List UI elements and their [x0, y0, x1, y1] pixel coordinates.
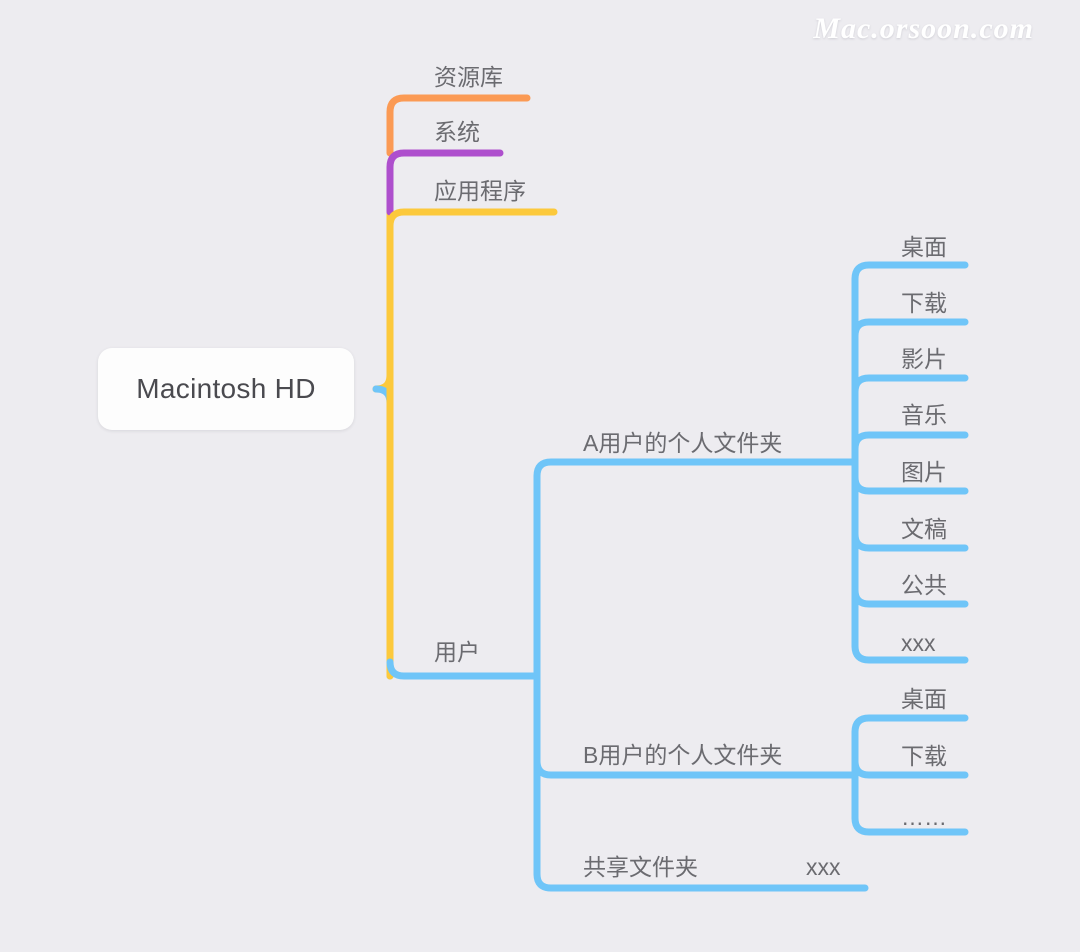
users-child-extra-label-shared-folder[interactable]: xxx — [806, 854, 841, 880]
leaf-label-user-a-0[interactable]: 桌面 — [901, 234, 947, 260]
branch-line-users — [386, 658, 541, 680]
leaf-line-user-a-5 — [851, 530, 969, 552]
users-child-label-shared-folder[interactable]: 共享文件夹 — [583, 854, 698, 880]
branch-line-library — [386, 94, 531, 157]
leaf-line-user-b-2 — [851, 814, 969, 836]
leaf-line-user-a-3 — [851, 431, 969, 453]
leaf-label-user-a-7[interactable]: xxx — [901, 630, 936, 656]
leaf-line-user-a-0 — [851, 261, 969, 283]
leaf-line-user-a-1 — [851, 318, 969, 340]
leaf-label-user-a-3[interactable]: 音乐 — [901, 402, 947, 428]
users-child-line-shared-folder — [533, 870, 869, 892]
leaf-label-user-b-1[interactable]: 下载 — [901, 743, 947, 769]
users-child-line-user-b — [533, 757, 859, 779]
users-child-label-user-a[interactable]: A用户的个人文件夹 — [583, 430, 783, 456]
branch-label-applications[interactable]: 应用程序 — [434, 178, 526, 204]
leaf-label-user-b-2[interactable]: …… — [901, 804, 947, 830]
leaf-label-user-a-5[interactable]: 文稿 — [901, 516, 947, 542]
leaf-line-user-a-4 — [851, 473, 969, 495]
branch-lines-group — [372, 94, 969, 892]
users-child-label-user-b[interactable]: B用户的个人文件夹 — [583, 742, 783, 768]
branch-label-system[interactable]: 系统 — [434, 119, 480, 145]
root-node-macintosh-hd[interactable]: Macintosh HD — [98, 348, 354, 430]
leaf-label-user-a-6[interactable]: 公共 — [901, 572, 947, 598]
leaf-label-user-a-2[interactable]: 影片 — [901, 346, 947, 372]
leaf-label-user-a-1[interactable]: 下载 — [901, 290, 947, 316]
branch-line-system — [386, 149, 504, 216]
leaf-line-user-b-0 — [851, 714, 969, 736]
leaf-line-user-a-2 — [851, 374, 969, 396]
leaf-label-user-a-4[interactable]: 图片 — [901, 459, 947, 485]
leaf-line-user-a-6 — [851, 586, 969, 608]
root-node-label: Macintosh HD — [136, 373, 316, 404]
users-child-line-user-a — [533, 458, 859, 480]
branch-label-library[interactable]: 资源库 — [434, 64, 503, 90]
leaf-line-user-b-1 — [851, 757, 969, 779]
watermark-text: Mac.orsoon.com — [813, 12, 1034, 45]
leaf-line-user-a-7 — [851, 642, 969, 664]
leaf-label-user-b-0[interactable]: 桌面 — [901, 686, 947, 712]
branch-label-users[interactable]: 用户 — [434, 639, 480, 665]
branch-line-applications — [386, 208, 558, 680]
